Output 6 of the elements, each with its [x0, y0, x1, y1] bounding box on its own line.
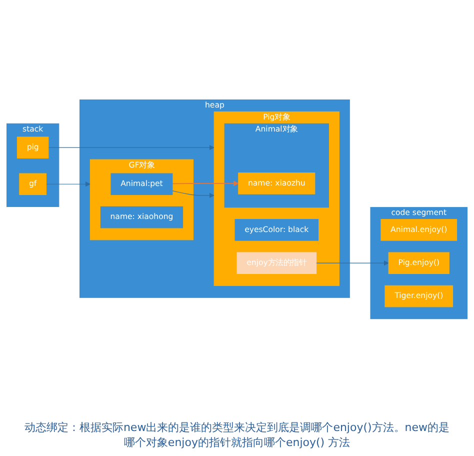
- arrow: [46, 181, 90, 186]
- arrow: [48, 144, 214, 150]
- arrow: [316, 260, 389, 266]
- caption: 动态绑定：根据实际new出来的是谁的类型来决定到底是调哪个enjoy()方法。new的是哪个对象enjoy的指针就指向哪个enjoy() 方法: [23, 420, 451, 451]
- arrow: [172, 180, 239, 186]
- arrow: [172, 190, 214, 198]
